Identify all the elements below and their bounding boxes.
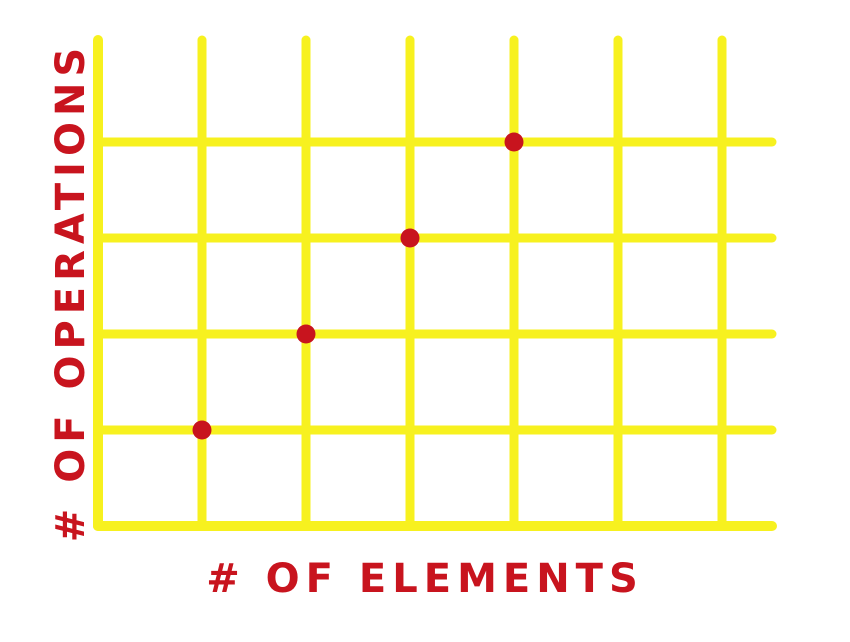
data-points (192, 132, 524, 440)
data-point (296, 324, 316, 344)
grid (93, 35, 777, 531)
x-axis-label: # OF ELEMENTS (206, 556, 644, 602)
y-axis-label: # OF OPERATIONS (48, 42, 94, 542)
data-point (400, 228, 420, 248)
data-point (192, 420, 212, 440)
data-point (504, 132, 524, 152)
